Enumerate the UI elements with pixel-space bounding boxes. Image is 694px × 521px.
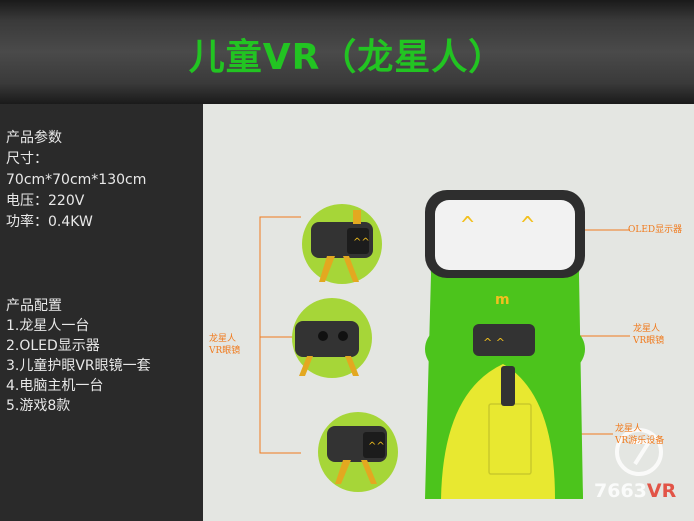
header-bar: 儿童VR（龙星人）: [0, 0, 694, 104]
config-item: 5.游戏8款: [6, 398, 71, 414]
watermark-logo: 7663VR: [594, 480, 676, 502]
spec-voltage: 电压：220V: [6, 193, 85, 209]
headset-view-3: ^^: [327, 426, 387, 484]
config-item: 3.儿童护眼VR眼镜一套: [6, 358, 151, 374]
callout-game-line2: VR游乐设备: [615, 436, 665, 446]
svg-text:^^: ^^: [353, 237, 370, 248]
config-item: 1.龙星人一台: [6, 318, 90, 334]
watermark-vr: VR: [646, 480, 677, 502]
left-info-panel: [0, 104, 203, 521]
spec-size-label: 尺寸：: [6, 151, 48, 167]
spec-size-value: 70cm*70cm*130cm: [6, 172, 147, 188]
watermark-number: 7663: [594, 480, 647, 502]
page-title: 儿童VR（龙星人）: [188, 37, 506, 78]
svg-text:m: m: [495, 292, 510, 308]
spec-power: 功率：0.4KW: [6, 214, 93, 230]
config-item: 2.OLED显示器: [6, 338, 100, 354]
config-list: 产品配置 1.龙星人一台 2.OLED显示器 3.儿童护眼VR眼镜一套 4.电脑…: [6, 296, 151, 416]
product-illustration: ^^ ^^ ^ ^ m ^: [259, 190, 663, 499]
callout-oled: OLED显示器: [628, 225, 683, 235]
callout-game-line1: 龙星人: [615, 424, 643, 434]
spec-heading: 产品参数: [6, 130, 62, 146]
callout-vr-right-line2: VR眼镜: [633, 336, 665, 346]
headset-view-2: [295, 321, 359, 376]
product-photo: ^^ ^^ ^ ^ m ^: [203, 104, 694, 521]
callout-vr-left-line1: 龙星人: [209, 334, 237, 344]
svg-text:^ ^: ^ ^: [483, 336, 505, 349]
callout-vr-right-line1: 龙星人: [633, 324, 661, 334]
svg-text:^: ^: [461, 213, 474, 238]
svg-text:^: ^: [521, 213, 534, 238]
svg-text:^^: ^^: [368, 441, 385, 452]
spec-list: 产品参数 尺寸： 70cm*70cm*130cm 电压：220V 功率：0.4K…: [6, 128, 146, 233]
headset-view-1: ^^: [311, 210, 373, 282]
config-item: 4.电脑主机一台: [6, 378, 104, 394]
callout-vr-left-line2: VR眼镜: [209, 346, 241, 356]
config-heading: 产品配置: [6, 298, 62, 314]
